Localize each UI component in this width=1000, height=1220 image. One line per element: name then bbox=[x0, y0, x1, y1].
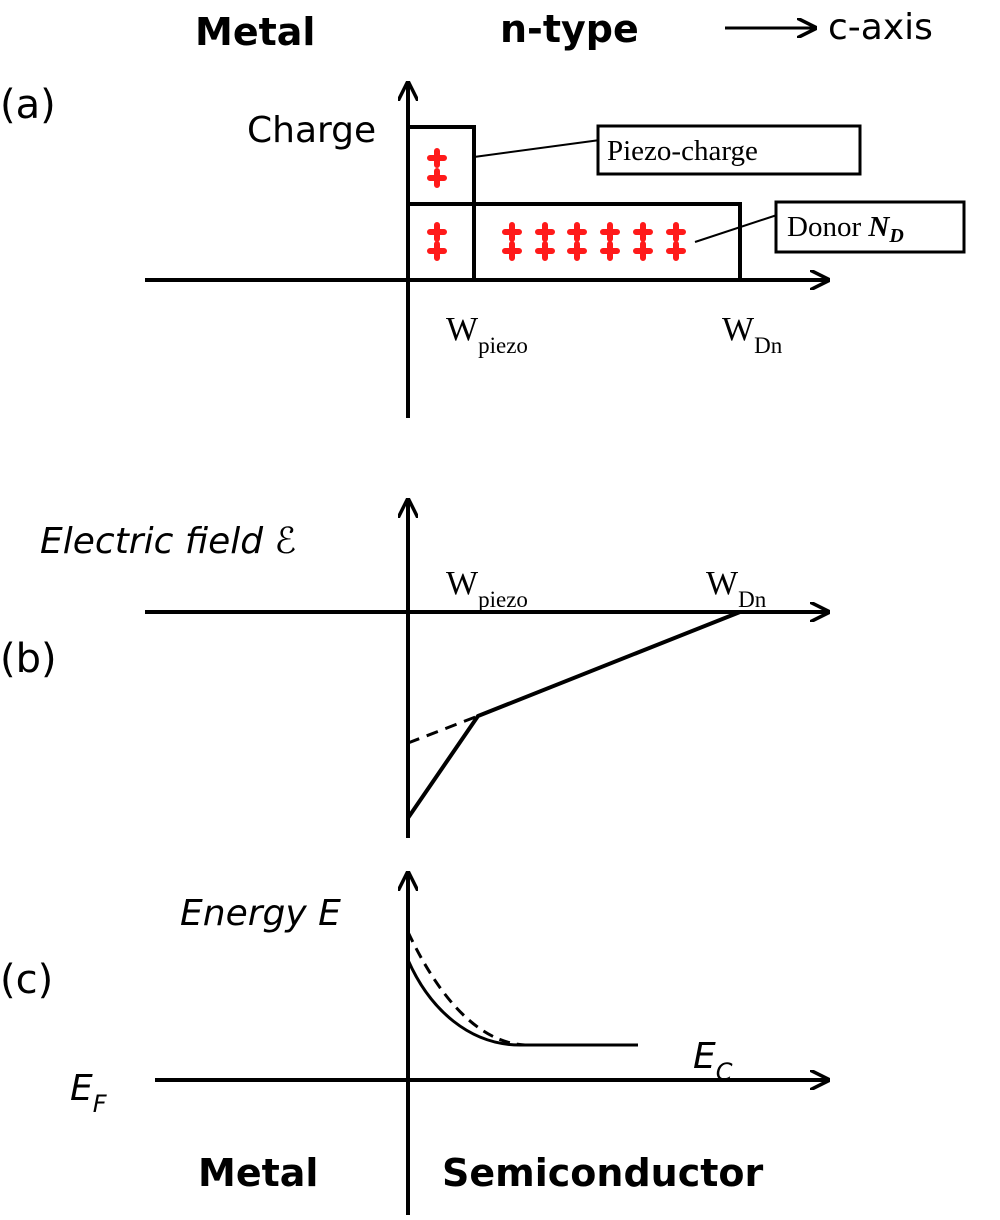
positive-charge-marker bbox=[502, 222, 522, 242]
positive-charge-marker bbox=[600, 222, 620, 242]
ef-label: EF bbox=[70, 1068, 108, 1118]
panel-a-ylabel: Charge bbox=[247, 110, 376, 151]
positive-charge-marker bbox=[502, 241, 522, 261]
panel-b-wdn-label: WDn bbox=[706, 565, 767, 612]
footer-semiconductor-label: Semiconductor bbox=[442, 1151, 763, 1195]
positive-charge-marker bbox=[535, 222, 555, 242]
panel-c-label: (c) bbox=[0, 957, 53, 1003]
donor-callout-box bbox=[774, 200, 966, 254]
panel-a-label: (a) bbox=[0, 82, 56, 128]
panel-b-label: (b) bbox=[0, 636, 57, 682]
positive-charge-marker bbox=[427, 148, 447, 168]
positive-charge-marker bbox=[633, 241, 653, 261]
positive-charge-marker bbox=[633, 222, 653, 242]
header-ntype-label: n-type bbox=[500, 7, 639, 51]
header-metal-label: Metal bbox=[195, 10, 315, 54]
donor-callout-text: Donor ND bbox=[787, 211, 904, 247]
positive-charge-marker bbox=[427, 241, 447, 261]
positive-charge-marker bbox=[666, 222, 686, 242]
footer-metal-label: Metal bbox=[198, 1151, 318, 1195]
piezo-callout-box bbox=[596, 124, 862, 176]
conduction-band-with-piezo bbox=[406, 959, 638, 1047]
positive-charge-marker bbox=[567, 241, 587, 261]
ec-label: EC bbox=[693, 1036, 733, 1086]
panel-c-ylabel: Energy E bbox=[180, 893, 341, 934]
piezo-callout-leader bbox=[473, 139, 601, 158]
panel-a-wpiezo-label: Wpiezo bbox=[446, 311, 528, 358]
field-curve-without-piezo bbox=[407, 714, 479, 745]
conduction-band-without-piezo bbox=[406, 931, 526, 1047]
donor-callout-leader bbox=[694, 213, 781, 243]
positive-charge-marker bbox=[535, 241, 555, 261]
positive-charge-marker bbox=[567, 222, 587, 242]
positive-charge-marker bbox=[427, 168, 447, 188]
panel-b: Electric field ℰ (b) Wpiezo WDn bbox=[0, 500, 828, 838]
panel-b-wpiezo-label: Wpiezo bbox=[446, 565, 528, 612]
panel-b-ylabel: Electric field ℰ bbox=[40, 521, 296, 562]
panel-c: Energy E (c) EC EF bbox=[0, 873, 828, 1215]
field-curve-with-piezo bbox=[406, 610, 741, 820]
panel-a-wdn-label: WDn bbox=[722, 311, 783, 358]
piezo-callout-text: Piezo-charge bbox=[607, 135, 758, 167]
donor-charge-box bbox=[472, 202, 742, 282]
charge-dots bbox=[427, 148, 686, 261]
positive-charge-marker bbox=[600, 241, 620, 261]
panel-a: (a) Charge Piezo-charge Donor ND Wpiezo … bbox=[0, 82, 966, 418]
header-caxis-label: c-axis bbox=[828, 7, 933, 48]
positive-charge-marker bbox=[666, 241, 686, 261]
positive-charge-marker bbox=[427, 222, 447, 242]
